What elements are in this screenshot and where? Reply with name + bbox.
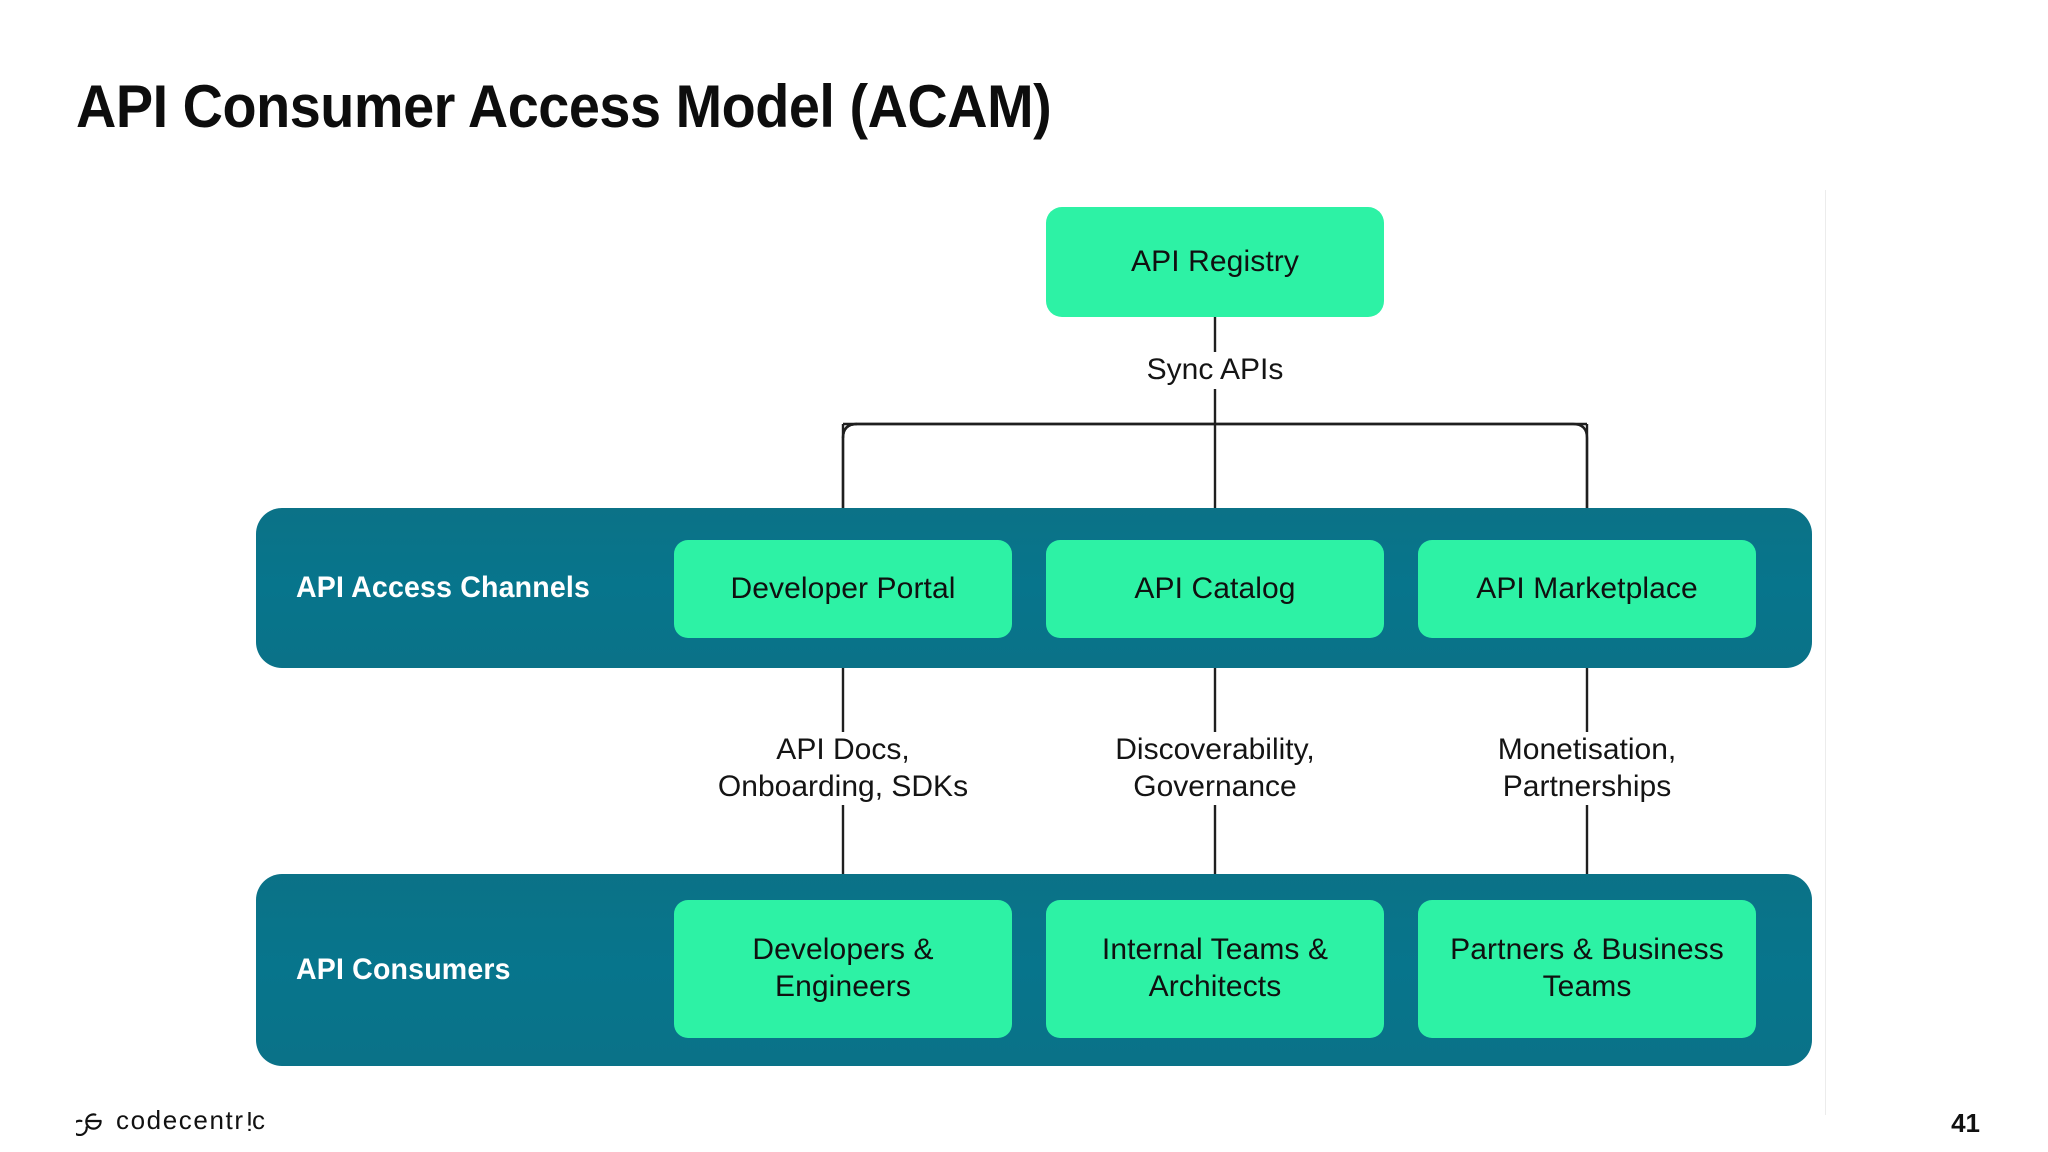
brand-name-suffix: c [251,1105,267,1135]
node-internal-teams-architects[interactable]: Internal Teams & Architects [1046,900,1384,1038]
codecentric-logo-icon [76,1112,102,1136]
band-label-api-consumers: API Consumers [296,953,511,986]
edge-label-monetisation-partnerships: Monetisation, Partnerships [1487,732,1687,806]
band-label-api-access-channels: API Access Channels [296,571,591,604]
brand-name: codecentric [116,1105,267,1136]
edge-label-sync-apis: Sync APIs [1134,352,1296,389]
brand-name-rotated-letter: i [244,1106,252,1136]
slide-edge-guide [1825,190,1826,1115]
brand-logo: codecentric [76,1105,267,1136]
edge-label-api-docs-onboarding-sdks: API Docs, Onboarding, SDKs [707,732,979,806]
node-developers-engineers[interactable]: Developers & Engineers [674,900,1012,1038]
node-api-catalog[interactable]: API Catalog [1046,540,1384,638]
node-developer-portal[interactable]: Developer Portal [674,540,1012,638]
edge-bus-left-corner [841,422,858,439]
node-partners-business-teams[interactable]: Partners & Business Teams [1418,900,1756,1038]
page-title: API Consumer Access Model (ACAM) [76,73,1052,140]
edge-label-discoverability-governance: Discoverability, Governance [1105,732,1325,806]
node-api-marketplace[interactable]: API Marketplace [1418,540,1756,638]
page-number: 41 [1951,1108,1980,1138]
brand-name-prefix: codecentr [116,1105,245,1135]
node-api-registry[interactable]: API Registry [1046,207,1384,317]
